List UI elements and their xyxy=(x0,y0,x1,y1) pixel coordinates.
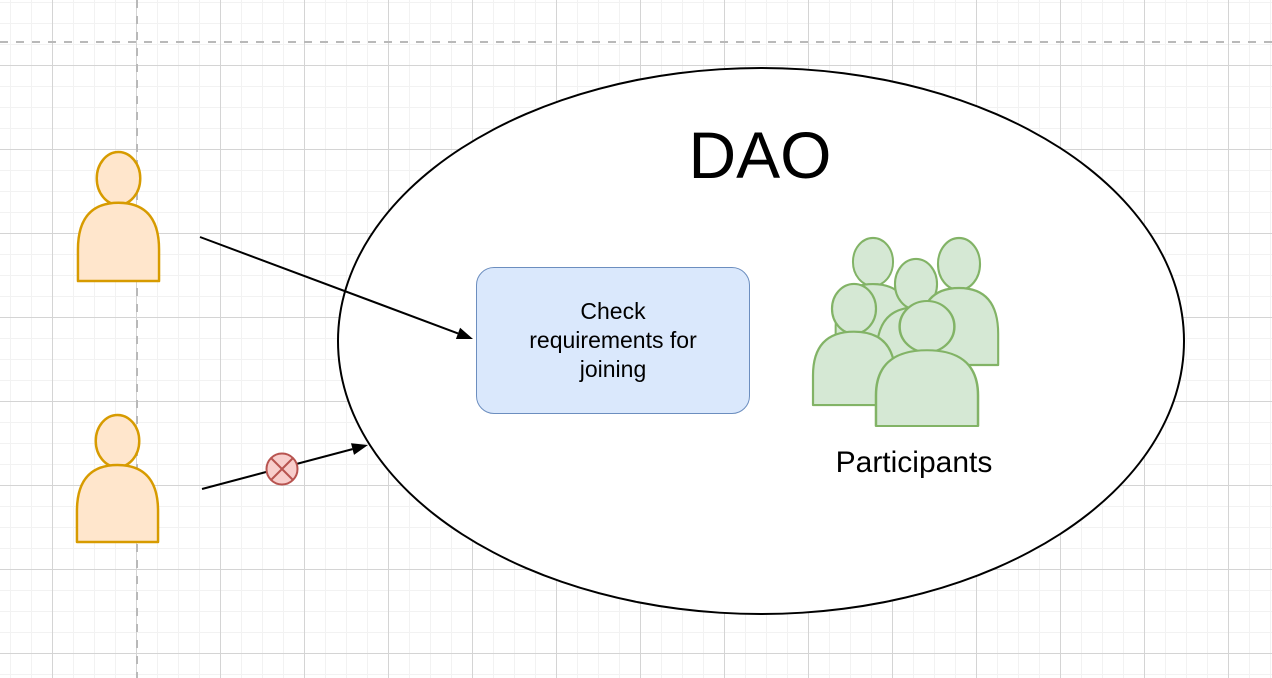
rejected-request-arrow-line[interactable] xyxy=(201,448,353,490)
check-requirements-label: Check requirements for joining xyxy=(529,298,697,382)
page-guide-horizontal xyxy=(0,41,1272,43)
candidate-top-person-icon[interactable] xyxy=(74,150,163,283)
blocked-cross-circle-icon[interactable] xyxy=(265,452,299,486)
dao-title: DAO xyxy=(688,118,832,192)
rejected-request-arrow[interactable] xyxy=(201,443,368,490)
candidate-bottom-person-icon[interactable] xyxy=(73,413,162,544)
check-requirements-box[interactable]: Check requirements for joining xyxy=(476,267,750,414)
rejected-request-arrowhead-icon xyxy=(351,443,368,455)
participants-group-person-icon[interactable] xyxy=(871,300,983,428)
participants-label: Participants xyxy=(835,446,993,479)
page-guide-vertical xyxy=(136,0,138,678)
